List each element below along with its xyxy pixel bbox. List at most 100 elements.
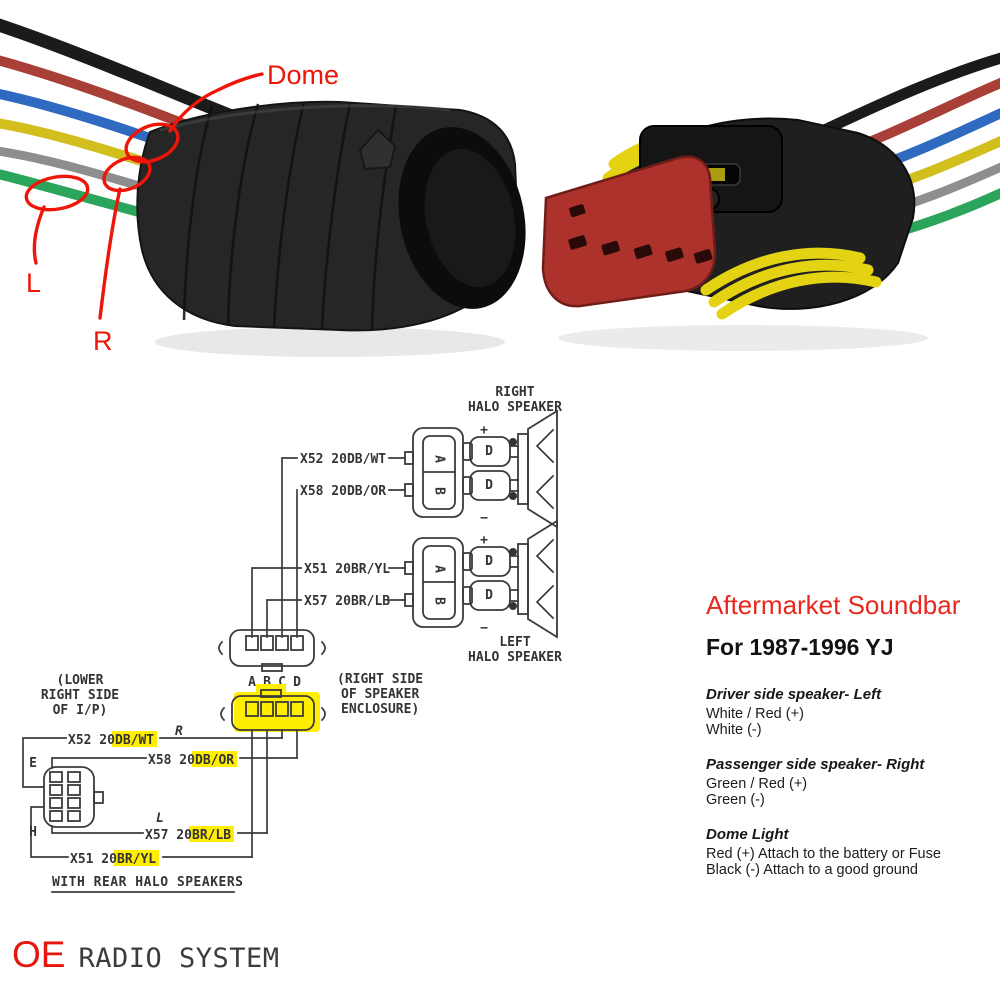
wire-black <box>812 52 1000 139</box>
pin-e-label: E <box>29 756 37 771</box>
body-highlight <box>159 104 451 132</box>
lower-wire-x57-code: BR/LB <box>192 828 231 843</box>
annot-left-channel: L <box>156 811 164 826</box>
pin-slot <box>290 701 304 717</box>
left-label: L <box>26 268 41 298</box>
connector-tab <box>260 689 282 698</box>
lower-wire-x57-prefix: X57 20 <box>145 828 192 843</box>
left-speaker-assembly <box>404 520 558 638</box>
pin-slot <box>67 784 81 796</box>
enclosure-note-3: ENCLOSURE) <box>341 702 419 717</box>
right-pointer-line <box>98 187 122 320</box>
pin-slot <box>49 771 63 783</box>
pin-slot <box>67 810 81 822</box>
section-line: White / Red (+) <box>706 706 804 722</box>
connector-curls <box>218 640 326 656</box>
red-annotations <box>24 72 264 320</box>
connector-tab <box>93 791 104 804</box>
panel-title: Aftermarket Soundbar <box>706 590 961 620</box>
dome-label: Dome <box>267 60 339 90</box>
left-speaker-caption-1: LEFT <box>499 635 530 650</box>
left-speaker-caption-2: HALO SPEAKER <box>468 650 562 665</box>
right-speaker-caption-1: RIGHT <box>495 385 534 400</box>
pin-slot <box>49 810 63 822</box>
lower-wire-x58-prefix: X58 20 <box>148 753 195 768</box>
face-slots <box>568 204 713 264</box>
lower-wire-x51-prefix: X51 20 <box>70 852 117 867</box>
panel-subtitle: For 1987-1996 YJ <box>706 634 894 660</box>
female-connector-body <box>541 117 916 320</box>
male-connector-body <box>136 100 526 332</box>
connector-shadow <box>558 325 928 351</box>
pin-letter-d: D <box>293 675 301 690</box>
upper-wire-x58: X58 20DB/OR <box>300 484 386 499</box>
driver-speaker-section: Driver side speaker- Left White / Red (+… <box>706 686 991 739</box>
left-wire-circle <box>24 174 90 212</box>
right-speaker-assembly <box>404 410 558 528</box>
lower-harness-lines <box>22 729 298 858</box>
section-line: Red (+) Attach to the battery or Fuse <box>706 845 941 862</box>
highlight-x52 <box>112 731 157 747</box>
connector-tab <box>261 663 283 672</box>
pin-slot <box>49 797 63 809</box>
info-panel: Aftermarket Soundbar For 1987-1996 YJ Dr… <box>706 590 991 895</box>
dome-light-section: Dome Light Red (+) Attach to the battery… <box>706 826 991 879</box>
pin-slot <box>260 701 274 717</box>
oe-radio-system-logo: OE RADIO SYSTEM <box>12 936 280 974</box>
red-face-plate <box>541 155 717 308</box>
annot-right-channel: R <box>175 724 183 739</box>
right-connector-photo <box>541 52 1000 351</box>
left-connector-photo: Dome L R <box>0 18 526 357</box>
upper-harness-lines <box>251 457 406 638</box>
pin-slot <box>67 797 81 809</box>
pin-h-label: H <box>29 825 37 840</box>
upper-wire-x52: X52 20DB/WT <box>300 452 386 467</box>
section-line: Black (-) Attach to a good ground <box>706 861 918 878</box>
vehicle-side-connector-highlighted <box>220 684 326 732</box>
logo-radio-system: RADIO SYSTEM <box>78 943 280 974</box>
section-line: Green (-) <box>706 792 765 809</box>
lower-wire-x52-code: DB/WT <box>115 733 154 748</box>
lower-wire-x51-code: BR/YL <box>117 852 156 867</box>
enclosure-note-1: (RIGHT SIDE <box>337 672 423 687</box>
connector-curls <box>220 706 326 722</box>
speaker-side-connector <box>218 629 326 672</box>
upper-wire-x57: X57 20BR/LB <box>304 594 390 609</box>
pin-slot <box>245 701 259 717</box>
left-pointer-line <box>32 205 46 265</box>
lock-tab <box>358 128 397 171</box>
lower-wire-x58-code: DB/OR <box>195 753 234 768</box>
highlight-x58 <box>192 751 237 767</box>
ip-note-3: OF I/P) <box>53 703 108 718</box>
dome-wire-circle <box>124 122 180 164</box>
pin-slot <box>67 771 81 783</box>
passenger-speaker-section: Passenger side speaker- Right Green / Re… <box>706 756 991 809</box>
pin-slot <box>275 701 289 717</box>
pin-letter-c: C <box>278 675 286 690</box>
ip-note-2: RIGHT SIDE <box>41 688 119 703</box>
lower-wire-x52-prefix: X52 20 <box>68 733 115 748</box>
right-wire-circle <box>102 155 152 193</box>
highlight-x51 <box>114 850 159 866</box>
pin-slot <box>290 635 304 651</box>
highlight-x57 <box>189 826 234 842</box>
connector-ribs <box>182 101 398 331</box>
dome-pointer-line <box>168 72 264 133</box>
pin-slot <box>245 635 259 651</box>
diagram-caption: WITH REAR HALO SPEAKERS <box>52 875 244 890</box>
section-heading: Driver side speaker- Left <box>706 686 882 703</box>
section-line: Green / Red (+) <box>706 775 808 792</box>
front-cavity <box>424 148 516 288</box>
upper-wire-x51: X51 20BR/YL <box>304 562 390 577</box>
pin-letter-a: A <box>248 675 256 690</box>
radio-connector <box>43 766 104 828</box>
section-heading: Dome Light <box>706 825 789 843</box>
pin-slot <box>275 635 289 651</box>
connector-shadow <box>155 327 505 357</box>
right-speaker-caption-2: HALO SPEAKER <box>468 400 562 415</box>
section-line: White (-) <box>706 722 762 739</box>
right-label: R <box>93 326 113 356</box>
enclosure-note-2: OF SPEAKER <box>341 687 419 702</box>
logo-oe: OE <box>12 934 66 975</box>
wiring-diagram: A B D D + − RIGHT HALO SPEAKER LEFT HALO… <box>22 385 562 893</box>
